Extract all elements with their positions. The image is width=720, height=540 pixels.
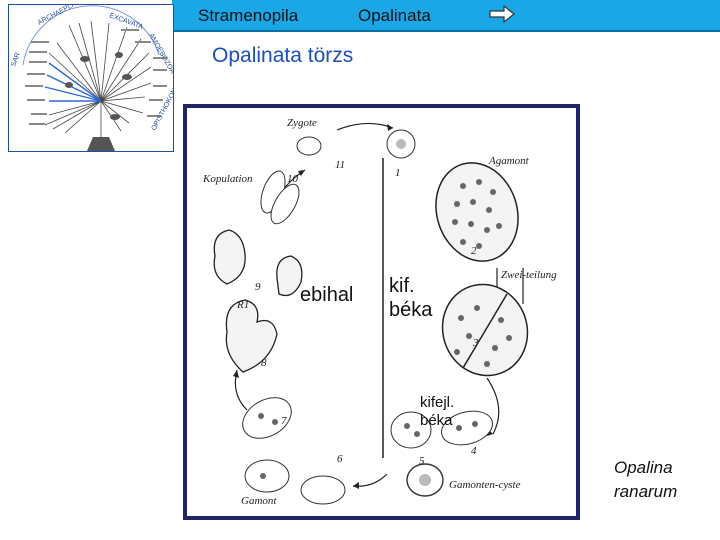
label-stage-9: 9 <box>255 281 261 293</box>
life-cycle-drawing: Zygote Agamont Kopulation Zwei-teilung R… <box>187 108 576 516</box>
supergroup-amoebozoa: AMOEBOZOA <box>147 33 173 76</box>
label-r1: R1 <box>236 299 249 311</box>
supergroup-opisthokonta: OPISTHOKONTA <box>151 80 173 132</box>
label-stage-2: 2 <box>471 245 477 257</box>
label-stage-6: 6 <box>337 453 343 465</box>
supergroup-archaeplastida: ARCHAEPLASTIDA <box>37 5 96 27</box>
label-zygote: Zygote <box>287 117 317 129</box>
header-bar: Stramenopila Opalinata <box>172 0 720 32</box>
supergroup-sar: SAR <box>10 52 22 68</box>
overlay-adult-frog-label: kif. béka <box>389 274 432 322</box>
label-gamont: Gamont <box>241 495 277 507</box>
overlay-adult-frog-line2: béka <box>389 298 432 322</box>
breadcrumb-to[interactable]: Opalinata <box>358 6 431 26</box>
eukaryote-tree-thumbnail: ARCHAEPLASTIDA EXCAVATA AMOEBOZOA OPISTH… <box>8 4 174 152</box>
label-stage-4: 4 <box>471 445 477 457</box>
label-stage-11: 11 <box>335 159 345 171</box>
opalina-life-cycle-figure: Zygote Agamont Kopulation Zwei-teilung R… <box>183 104 580 520</box>
slide-title: Opalinata törzs <box>212 44 353 68</box>
label-stage-8: 8 <box>261 357 267 369</box>
label-stage-3: 3 <box>472 337 479 349</box>
label-stage-5: 5 <box>419 455 425 467</box>
label-stage-10: 10 <box>287 173 299 185</box>
label-stage-1: 1 <box>395 167 401 179</box>
species-epithet: ranarum <box>614 480 677 504</box>
overlay-developing-frog-label: kifejl. béka <box>420 394 454 430</box>
label-kopulation: Kopulation <box>202 173 253 185</box>
overlay-developing-frog-line1: kifejl. <box>420 394 454 412</box>
overlay-adult-frog-line1: kif. <box>389 274 432 298</box>
species-genus: Opalina <box>614 456 677 480</box>
species-name: Opalina ranarum <box>614 456 677 504</box>
overlay-tadpole-label: ebihal <box>300 284 353 307</box>
eukaryote-tree-image: ARCHAEPLASTIDA EXCAVATA AMOEBOZOA OPISTH… <box>9 5 173 151</box>
label-agamont: Agamont <box>488 155 530 167</box>
overlay-developing-frog-line2: béka <box>420 412 454 430</box>
label-stage-7: 7 <box>281 415 287 427</box>
breadcrumb-from[interactable]: Stramenopila <box>198 6 298 26</box>
label-zweiteilung: Zwei-teilung <box>501 269 557 281</box>
right-arrow-icon <box>488 4 516 24</box>
label-gamontencyste: Gamonten-cyste <box>449 479 521 491</box>
